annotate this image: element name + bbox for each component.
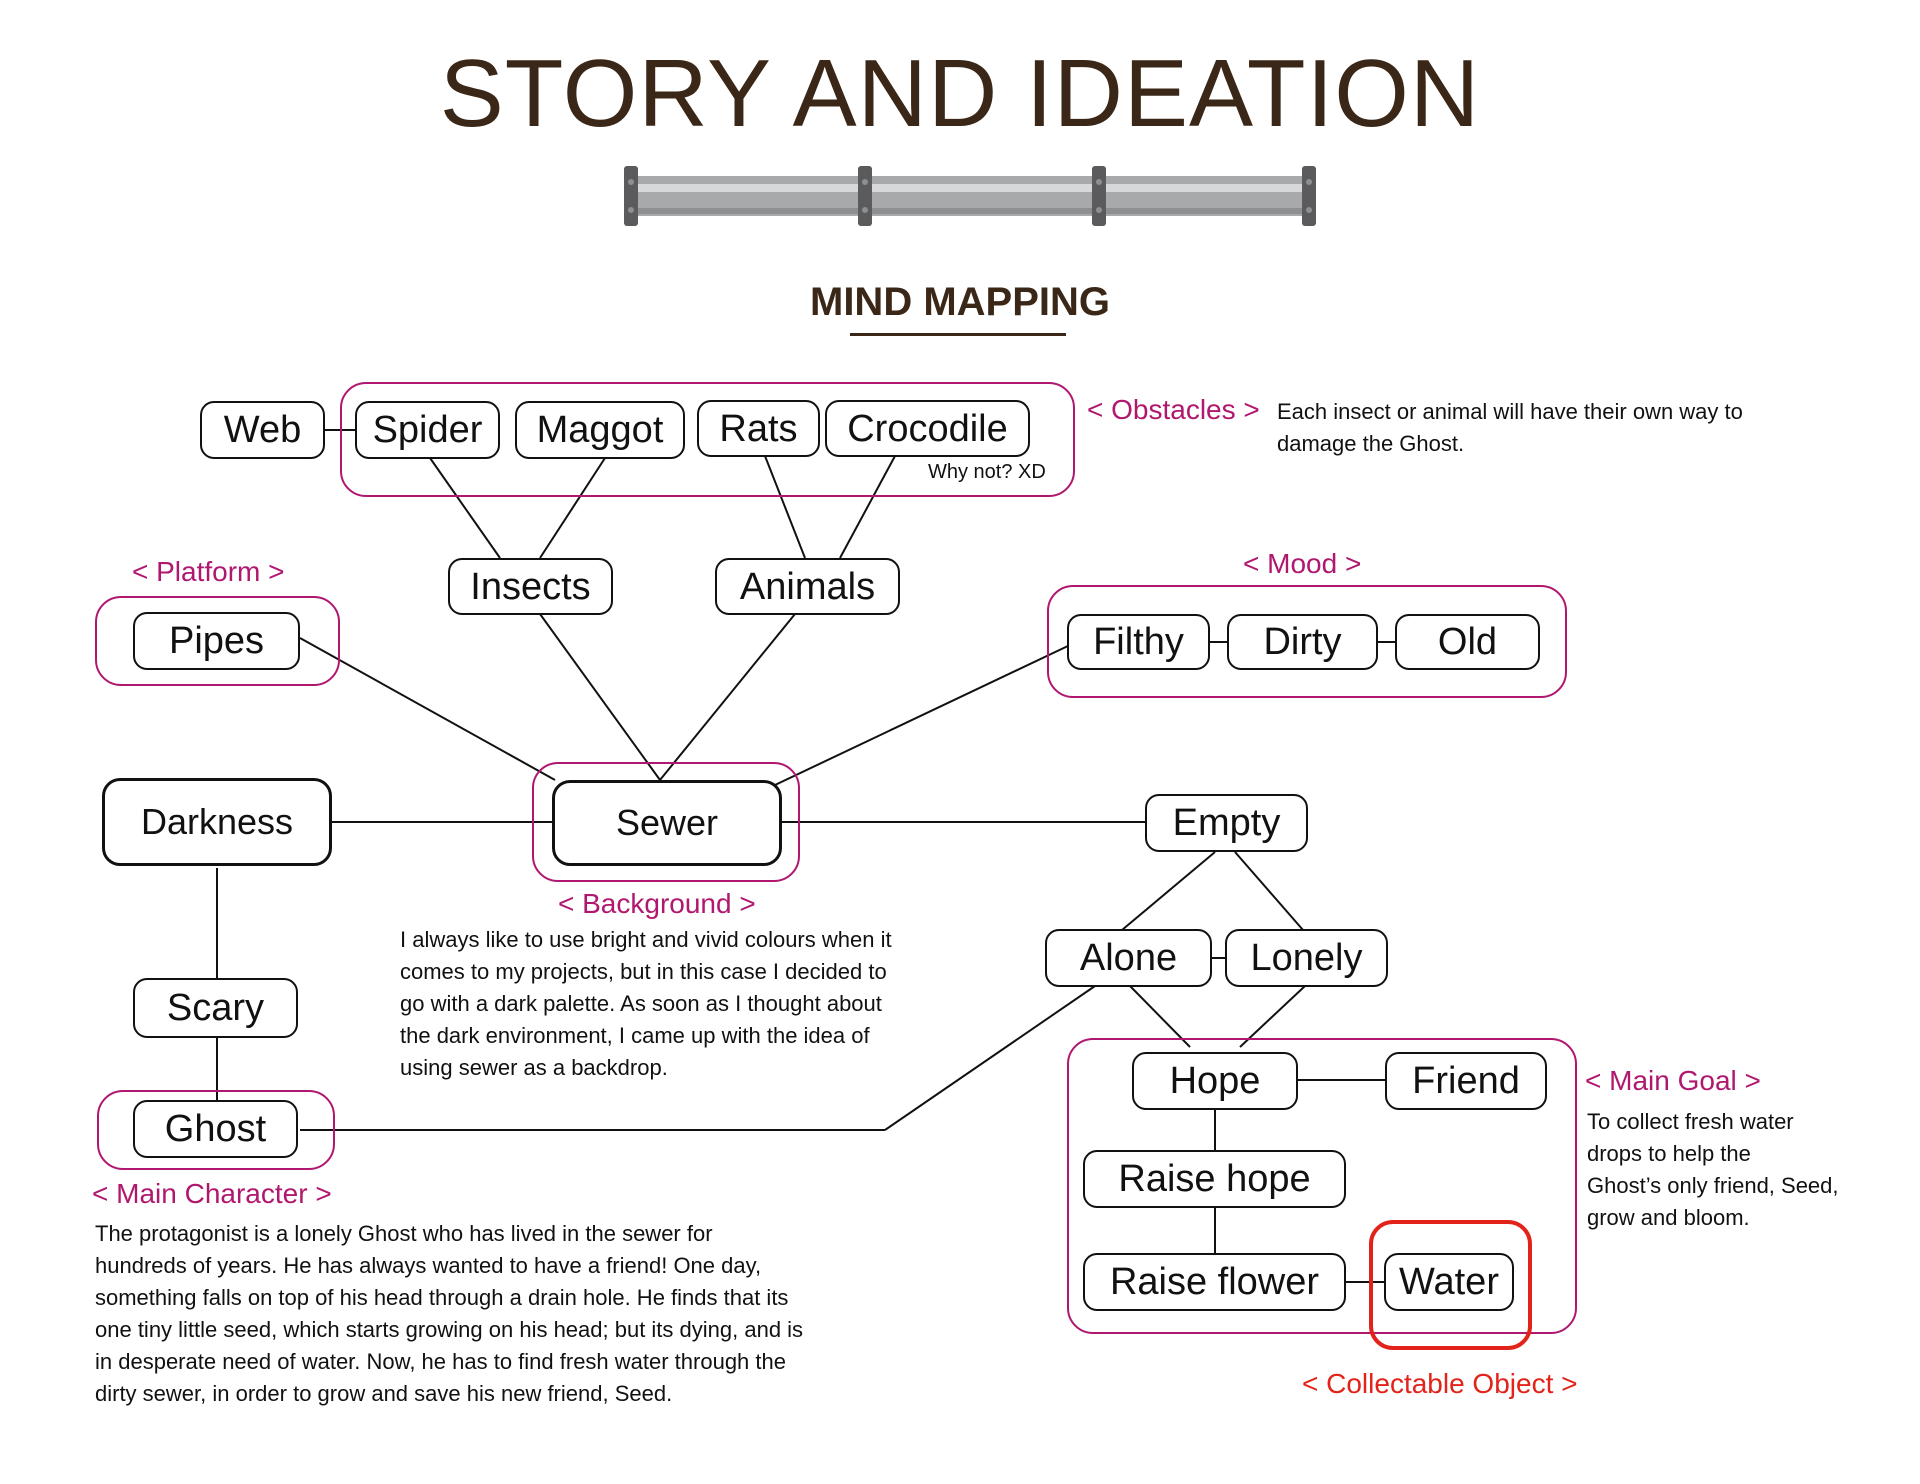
node-pipes: Pipes — [133, 612, 300, 670]
node-maggot: Maggot — [515, 401, 685, 459]
node-insects: Insects — [448, 558, 613, 615]
node-scary: Scary — [133, 978, 298, 1038]
main-goal-group — [1067, 1038, 1577, 1334]
node-empty: Empty — [1145, 794, 1308, 852]
node-lonely: Lonely — [1225, 929, 1388, 987]
main-character-group — [97, 1090, 335, 1170]
tag-collectable-object: < Collectable Object > — [1302, 1368, 1578, 1399]
node-raise-flower: Raise flower — [1083, 1253, 1346, 1311]
node-alone: Alone — [1045, 929, 1212, 987]
node-friend: Friend — [1385, 1052, 1547, 1110]
pipe-divider-icon — [624, 166, 1316, 226]
node-animals: Animals — [715, 558, 900, 615]
obstacles-group — [340, 382, 1075, 497]
node-old: Old — [1395, 614, 1540, 670]
tag-background: < Background > — [558, 888, 756, 919]
node-filthy: Filthy — [1067, 614, 1210, 670]
mood-group — [1047, 585, 1567, 698]
node-crocodile: Crocodile — [825, 400, 1030, 457]
node-ghost: Ghost — [133, 1100, 298, 1158]
node-hope: Hope — [1132, 1052, 1298, 1110]
node-spider: Spider — [355, 401, 500, 459]
main-character-note: The protagonist is a lonely Ghost who ha… — [95, 1221, 804, 1406]
node-raise-hope: Raise hope — [1083, 1150, 1346, 1208]
page-title: STORY AND IDEATION — [439, 40, 1481, 147]
node-web: Web — [200, 401, 325, 459]
tag-obstacles: < Obstacles > — [1087, 394, 1260, 425]
node-dirty: Dirty — [1227, 614, 1378, 670]
tag-main-character: < Main Character > — [92, 1178, 332, 1209]
crocodile-aside: Why not? XD — [928, 461, 1046, 483]
node-darkness: Darkness — [102, 778, 332, 866]
node-sewer: Sewer — [552, 780, 782, 866]
node-rats: Rats — [697, 400, 820, 457]
section-title-underline — [850, 333, 1066, 336]
main-goal-note: To collect fresh water drops to help the… — [1587, 1109, 1839, 1230]
platform-group — [95, 596, 340, 686]
background-note: I always like to use bright and vivid co… — [400, 927, 892, 1080]
node-water: Water — [1384, 1253, 1514, 1311]
background-group — [532, 762, 800, 882]
tag-mood: < Mood > — [1243, 548, 1362, 579]
collectable-object-group — [1369, 1220, 1532, 1350]
obstacles-note: Each insect or animal will have their ow… — [1277, 399, 1743, 456]
tag-platform: < Platform > — [132, 556, 285, 587]
tag-main-goal: < Main Goal > — [1585, 1065, 1761, 1096]
section-title: MIND MAPPING — [810, 280, 1110, 324]
